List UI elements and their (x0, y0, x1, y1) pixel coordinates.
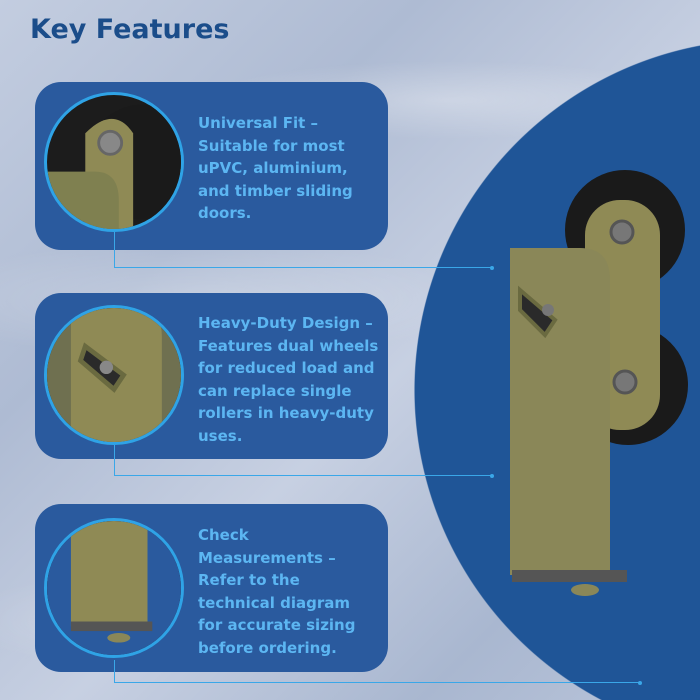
text-line: Check (198, 526, 249, 544)
connector-line (114, 232, 115, 268)
feature-card-universal-fit: Universal Fit – Suitable for most uPVC, … (35, 82, 388, 250)
text-line: technical diagram (198, 593, 350, 612)
text-line: Features dual wheels (198, 336, 379, 355)
feature-thumbnail (44, 92, 184, 232)
connector-dot (638, 681, 642, 685)
text-line: rollers in heavy-duty (198, 404, 374, 422)
text-line: Refer to the (198, 571, 300, 589)
text-line: Heavy-Duty Design – (198, 314, 373, 332)
page-title: Key Features (30, 14, 230, 45)
connector-line (114, 660, 115, 683)
feature-thumbnail (44, 518, 184, 658)
feature-card-measurements: Check Measurements – Refer to the techni… (35, 504, 388, 672)
feature-text: Check Measurements – Refer to the techni… (198, 524, 355, 659)
text-line: for accurate sizing (198, 616, 356, 634)
text-line: Measurements – (198, 548, 336, 567)
feature-card-heavy-duty: Heavy-Duty Design – Features dual wheels… (35, 293, 388, 459)
connector-dot (490, 474, 494, 478)
feature-text: Universal Fit – Suitable for most uPVC, … (198, 112, 353, 225)
connector-line (114, 475, 492, 476)
feature-text: Heavy-Duty Design – Features dual wheels… (198, 312, 378, 447)
text-line: Suitable for most (198, 136, 345, 155)
text-line: Universal Fit – (198, 114, 319, 132)
roller-product-image (510, 170, 688, 596)
connector-line (114, 682, 640, 683)
text-line: doors. (198, 204, 252, 222)
connector-dot (490, 266, 494, 270)
text-line: and timber sliding (198, 181, 353, 200)
text-line: for reduced load and (198, 359, 375, 377)
connector-line (114, 445, 115, 476)
text-line: uPVC, aluminium, (198, 159, 348, 177)
connector-line (114, 267, 492, 268)
text-line: can replace single (198, 381, 352, 400)
text-line: uses. (198, 426, 243, 445)
feature-thumbnail (44, 305, 184, 445)
text-line: before ordering. (198, 638, 337, 657)
